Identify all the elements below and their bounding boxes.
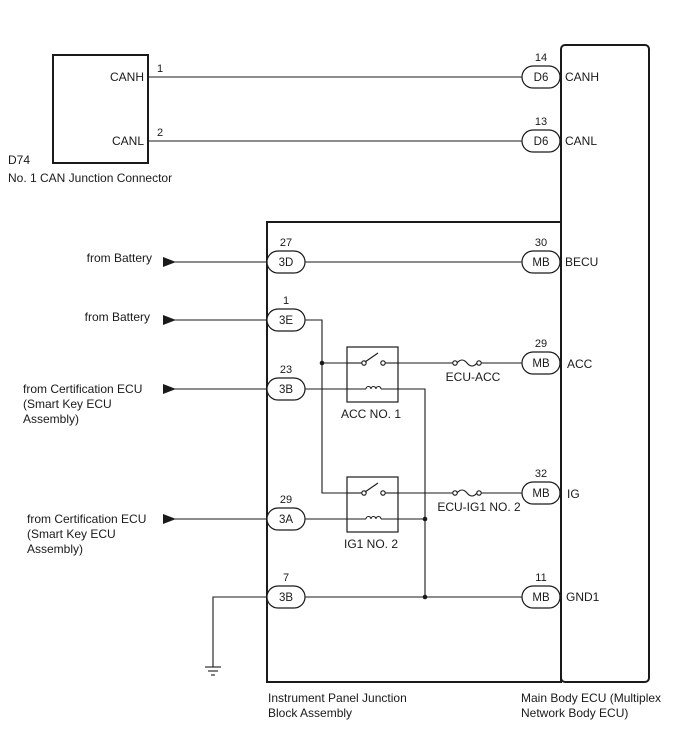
- ecu-pin-number: 13: [535, 116, 547, 128]
- cert1-label-line3: Assembly): [23, 412, 79, 426]
- junction-block-box: [266, 221, 562, 683]
- ecu-connector-label: D6: [534, 136, 549, 148]
- jb-pin-number: 29: [280, 494, 292, 506]
- jb-connector-label: 3B: [279, 592, 293, 604]
- ecu-name-line1: Main Body ECU (Multiplex: [521, 691, 661, 705]
- cert1-label-line2: (Smart Key ECU: [23, 397, 112, 411]
- cert2-label-line2: (Smart Key ECU: [27, 527, 116, 541]
- canjc-pin-number: 2: [157, 127, 163, 139]
- ground-icon: [205, 666, 221, 676]
- ground-wire: [212, 596, 267, 667]
- cert1-arrow: [163, 384, 176, 394]
- can-junction-connector-box: [52, 54, 149, 164]
- ecu-acc-fuse-icon: [452, 359, 482, 367]
- jb-connector-3b-7: 3B: [266, 585, 306, 609]
- acc-relay: [346, 346, 399, 403]
- ecu-acc-fuse-label: ECU-ACC: [446, 370, 501, 384]
- jb-connector-label: 3B: [279, 384, 293, 396]
- ecu-connector-becu: MB: [521, 250, 561, 274]
- canjc-name: No. 1 CAN Junction Connector: [8, 171, 172, 185]
- acc-coil-return: [398, 388, 426, 597]
- canjc-pin-number: 1: [157, 63, 163, 75]
- battery2-arrow: [163, 315, 176, 325]
- cert2-label-line3: Assembly): [27, 542, 83, 556]
- canjc-code: D74: [8, 153, 30, 167]
- battery1-label: from Battery: [87, 251, 152, 265]
- jb-pin-number: 23: [280, 364, 292, 376]
- gnd-junction: [422, 594, 428, 600]
- ecu-connector-acc: MB: [521, 351, 561, 375]
- ecu-connector-label: MB: [532, 257, 550, 269]
- battery1-arrow: [163, 257, 176, 267]
- jb-connector-3a: 3A: [266, 507, 306, 531]
- ecu-pin-label: IG: [567, 487, 580, 501]
- ecu-connector-gnd1: MB: [521, 585, 561, 609]
- acc-feed-junction: [319, 360, 325, 366]
- ecu-pin-number: 32: [535, 468, 547, 480]
- ecu-connector-canh: D6: [521, 65, 561, 89]
- canjc-pin-label: CANH: [110, 70, 144, 84]
- ecu-pin-label: ACC: [567, 357, 593, 371]
- battery2-label: from Battery: [85, 310, 150, 324]
- ecu-pin-label: CANH: [565, 70, 599, 84]
- ecu-pin-label: GND1: [566, 590, 600, 604]
- ecu-pin-label: CANL: [565, 134, 597, 148]
- jb-pin-number: 1: [283, 295, 289, 307]
- battery2-internal-wire: [305, 319, 347, 494]
- ecu-connector-label: MB: [532, 592, 550, 604]
- jb-connector-3e: 3E: [266, 308, 306, 332]
- jb-name-line1: Instrument Panel Junction: [268, 691, 407, 705]
- ecu-pin-number: 29: [535, 338, 547, 350]
- ecu-connector-label: MB: [532, 488, 550, 500]
- jb-connector-label: 3D: [279, 257, 294, 269]
- ecu-ig1-fuse-label: ECU-IG1 NO. 2: [437, 500, 521, 514]
- ecu-pin-number: 14: [535, 52, 547, 64]
- ecu-connector-ig: MB: [521, 481, 561, 505]
- ecu-pin-number: 30: [535, 237, 547, 249]
- jb-connector-label: 3E: [279, 315, 293, 327]
- ecu-pin-label: BECU: [565, 255, 598, 269]
- coil-return-junction: [422, 516, 428, 522]
- ig1-relay: [346, 476, 399, 533]
- canjc-pin-label: CANL: [112, 134, 144, 148]
- cert1-label-line1: from Certification ECU: [23, 382, 142, 396]
- jb-pin-number: 7: [283, 572, 289, 584]
- ecu-connector-label: MB: [532, 358, 550, 370]
- jb-name-line2: Block Assembly: [268, 706, 352, 720]
- jb-connector-3b-23: 3B: [266, 377, 306, 401]
- ig1-relay-label: IG1 NO. 2: [344, 537, 398, 551]
- acc-relay-label: ACC NO. 1: [341, 407, 401, 421]
- jb-pin-number: 27: [280, 237, 292, 249]
- jb-connector-label: 3A: [279, 514, 293, 526]
- ecu-pin-number: 11: [535, 572, 546, 584]
- jb-connector-3d: 3D: [266, 250, 306, 274]
- cert2-label-line1: from Certification ECU: [27, 512, 146, 526]
- ecu-connector-label: D6: [534, 72, 549, 84]
- ecu-connector-canl: D6: [521, 129, 561, 153]
- ecu-name-line2: Network Body ECU): [521, 706, 628, 720]
- cert2-arrow: [163, 514, 176, 524]
